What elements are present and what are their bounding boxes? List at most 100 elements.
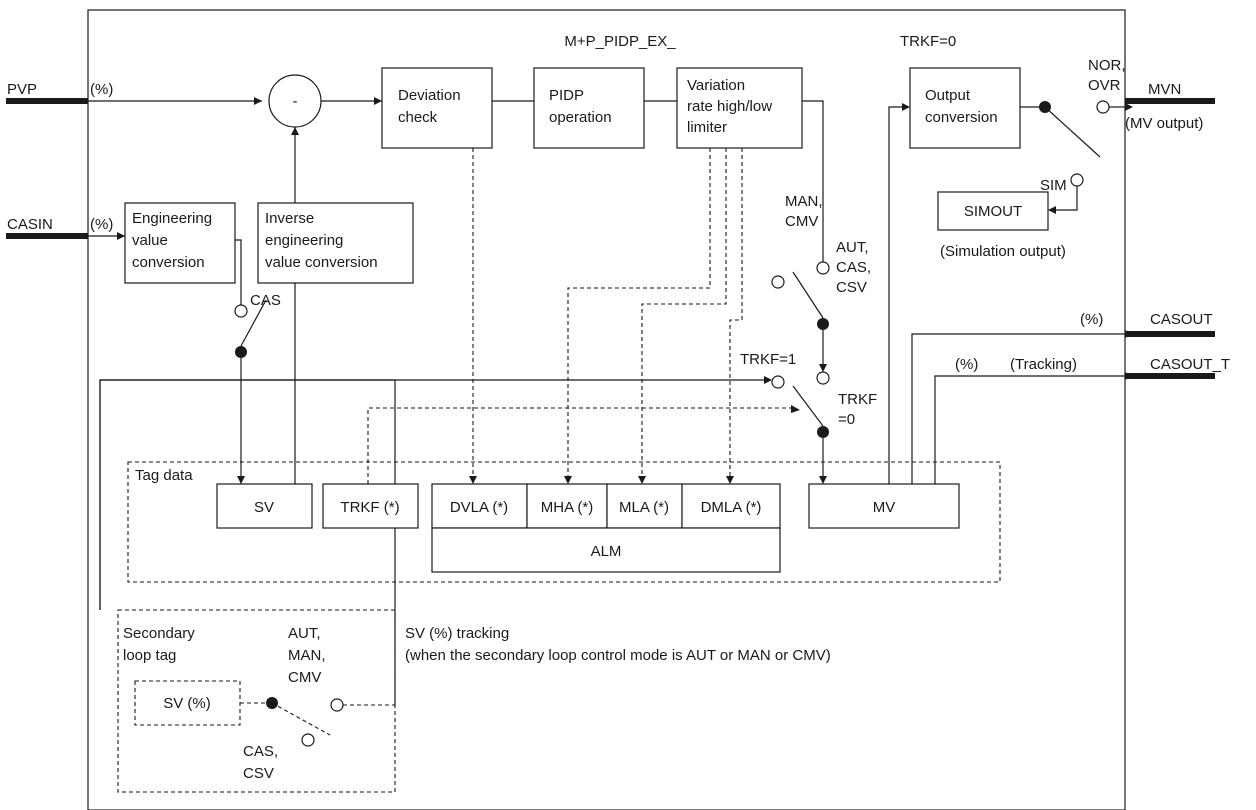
mode-switch-arm — [792, 271, 824, 319]
dmla-tag-box — [681, 483, 781, 529]
trkf1-contact — [771, 375, 785, 389]
mla-tag-label: MLA (*) — [619, 499, 669, 516]
alm-tag-label: ALM — [591, 543, 622, 560]
mode-switch-pivot — [817, 318, 829, 330]
trkf-control-arrow — [791, 405, 800, 413]
cas-to-sv-arrow — [237, 476, 245, 484]
pidp-line2: operation — [549, 109, 612, 126]
aut-man-cmv-line1: AUT, — [288, 625, 321, 642]
pidp-operation-box — [533, 67, 645, 149]
secondary-cas-contact — [301, 733, 315, 747]
mha-alarm-line — [567, 148, 711, 476]
mla-alarm-arrow — [638, 476, 646, 484]
sv-tag-box — [216, 483, 313, 529]
casout-label: CASOUT — [1150, 311, 1213, 328]
casin-arrow — [117, 232, 125, 240]
secondary-title-line2: loop tag — [123, 647, 176, 664]
secondary-loop-region — [117, 609, 396, 793]
simout-note: (Simulation output) — [940, 243, 1066, 260]
mvn-note: (MV output) — [1125, 115, 1203, 132]
output-conversion-box — [909, 67, 1021, 149]
pvp-label: PVP — [7, 81, 37, 98]
aut-cas-csv-line3: CSV — [836, 279, 867, 296]
mv-to-casout-line — [911, 333, 1125, 484]
trkf0-contact — [816, 371, 830, 385]
secondary-title-line1: Secondary — [123, 625, 195, 642]
mv-to-outconv-arrow — [902, 103, 910, 111]
simout-label: SIMOUT — [964, 203, 1022, 220]
tag-data-label: Tag data — [135, 467, 193, 484]
trkf0-top-label: TRKF=0 — [900, 33, 956, 50]
inv-conv-line2: engineering — [265, 232, 343, 249]
mv-to-outconv-line — [888, 106, 902, 484]
mla-alarm-line — [641, 148, 727, 476]
cas-csv-line1: CAS, — [243, 743, 278, 760]
sim-contact — [1070, 173, 1084, 187]
cas-csv-line2: CSV — [243, 765, 274, 782]
secondary-switch-arm — [271, 702, 331, 736]
casout-unit: (%) — [1080, 311, 1103, 328]
trkf1-label: TRKF=1 — [740, 351, 796, 368]
dvla-tag-box — [431, 483, 528, 529]
mv-to-casout-t-line — [934, 375, 1125, 484]
deviation-check-line1: Deviation — [398, 87, 461, 104]
casin-unit: (%) — [90, 216, 113, 233]
simout-arrow — [1048, 206, 1056, 214]
nor-ovr-contact — [1096, 100, 1110, 114]
sim-to-simout-line — [1056, 186, 1078, 211]
eng-conv-output-line — [235, 239, 242, 305]
mvn-arrow — [1125, 103, 1133, 111]
dvla-alarm-arrow — [469, 476, 477, 484]
dmla-alarm-arrow — [726, 476, 734, 484]
variation-limiter-box — [676, 67, 803, 149]
cas-contact — [234, 304, 248, 318]
eng-conv-line2: value — [132, 232, 168, 249]
casout-arrow — [1125, 330, 1133, 338]
cas-switch-arm — [240, 299, 267, 347]
aut-cas-csv-line2: CAS, — [836, 259, 871, 276]
nor-ovr-line2: OVR — [1088, 77, 1121, 94]
casin-label: CASIN — [7, 216, 53, 233]
block-title: M+P_PIDP_EX_ — [564, 33, 676, 50]
eng-conv-line3: conversion — [132, 254, 205, 271]
mha-alarm-arrow — [564, 476, 572, 484]
function-block-frame — [87, 9, 1126, 810]
man-cmv-line1: MAN, — [785, 193, 823, 210]
output-conv-line2: conversion — [925, 109, 998, 126]
deviation-check-box — [381, 67, 493, 149]
alm-tag-box — [431, 527, 781, 573]
man-cmv-line2: CMV — [785, 213, 818, 230]
sim-label: SIM — [1040, 177, 1067, 194]
nor-ovr-line1: NOR, — [1088, 57, 1126, 74]
trkf-tag-label: TRKF (*) — [340, 499, 399, 516]
inv-conv-line1: Inverse — [265, 210, 314, 227]
pv-arrow — [254, 97, 262, 105]
mvn-switch-arm — [1044, 106, 1101, 158]
casout-t-label: CASOUT_T — [1150, 356, 1230, 373]
casout-t-unit: (%) — [955, 356, 978, 373]
trkf-to-mv-arrow — [819, 476, 827, 484]
mv-tag-label: MV — [873, 499, 896, 516]
trkf0-mid-line2: =0 — [838, 411, 855, 428]
trkf-tag-box — [322, 483, 419, 529]
secondary-sv-label: SV (%) — [163, 695, 211, 712]
tracking-note-line1: SV (%) tracking — [405, 625, 509, 642]
man-cmv-contact — [771, 275, 785, 289]
limiter-line1: Variation — [687, 77, 745, 94]
mvn-label: MVN — [1148, 81, 1181, 98]
casout-t-note: (Tracking) — [1010, 356, 1077, 373]
trkf-control-line — [367, 407, 792, 484]
subtractor-sign: - — [293, 93, 298, 110]
engineering-conversion-box — [124, 202, 236, 284]
simout-box — [937, 191, 1049, 231]
tracking-note-line2: (when the secondary loop control mode is… — [405, 647, 831, 664]
mode-to-trkf-arrow — [819, 364, 827, 372]
limiter-line3: limiter — [687, 119, 727, 136]
dev-input-arrow — [374, 97, 382, 105]
dmla-alarm-line — [729, 148, 743, 476]
inverse-conversion-box — [257, 202, 414, 284]
casout-t-arrow — [1125, 372, 1133, 380]
limiter-output-line — [802, 100, 824, 262]
dvla-tag-label: DVLA (*) — [450, 499, 508, 516]
trkf-switch-pivot — [817, 426, 829, 438]
